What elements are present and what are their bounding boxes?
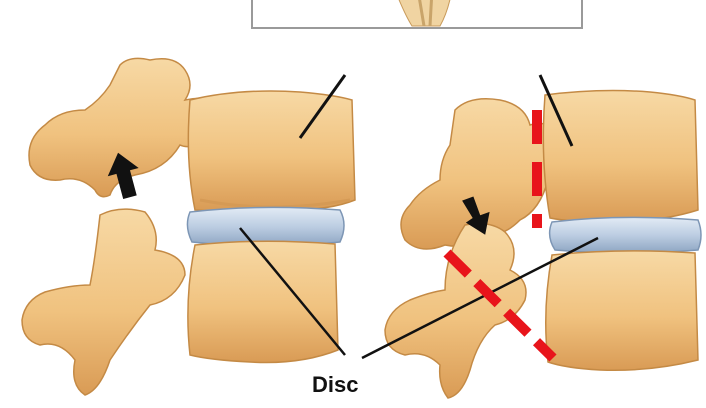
inset-frame [252, 0, 582, 28]
left-vertebra-upper [29, 58, 355, 211]
right-disc [550, 217, 701, 253]
left-disc [187, 207, 344, 246]
disc-label: Disc [312, 372, 358, 398]
